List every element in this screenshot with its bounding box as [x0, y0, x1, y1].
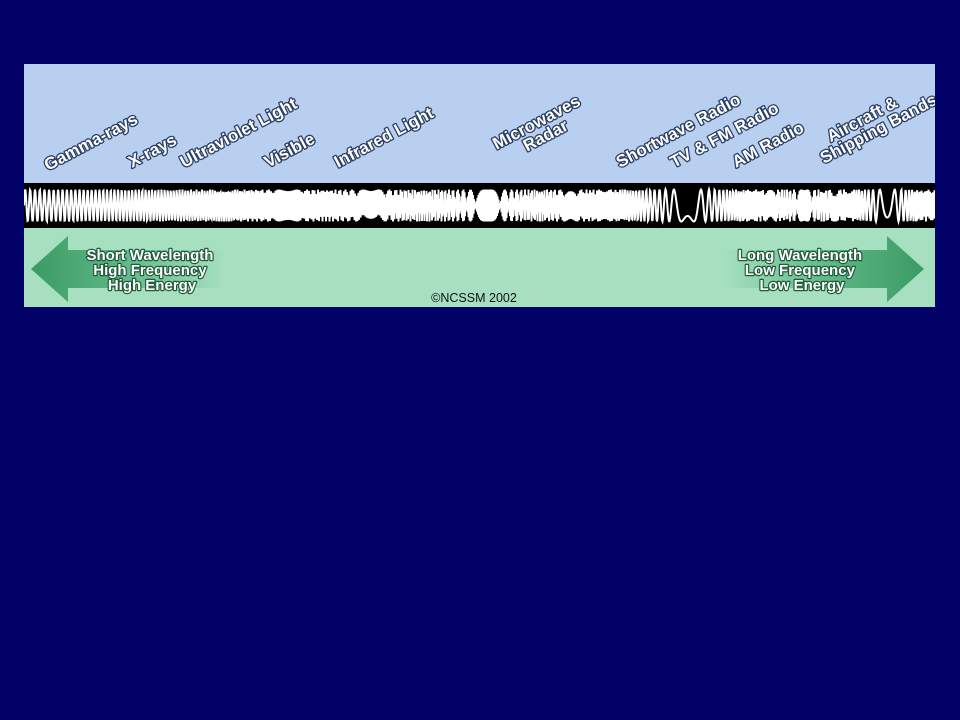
left-arrow [31, 236, 224, 302]
electromagnetic-spectrum-diagram: Gamma-rays X-rays Ultraviolet Light Visi… [24, 64, 935, 307]
right-arrow-text: Long Wavelength Low Frequency Low Energy [738, 247, 867, 294]
wave-line [24, 185, 935, 226]
label-band [24, 64, 935, 183]
right-arrow [724, 236, 924, 302]
copyright-text: ©NCSSM 2002 [431, 291, 517, 305]
left-arrow-text: Short Wavelength High Frequency High Ene… [86, 247, 217, 294]
